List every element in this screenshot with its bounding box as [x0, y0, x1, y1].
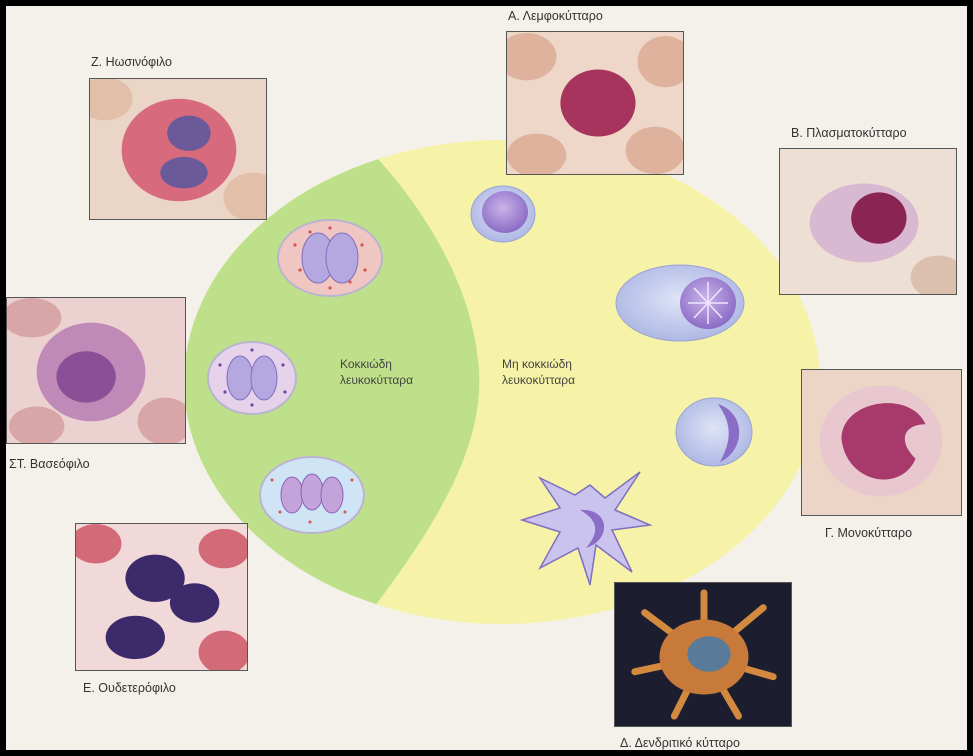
nongranular-label-line1: Μη κοκκιώδη	[502, 356, 575, 372]
lymphocyte-cell-drawing	[471, 186, 535, 242]
dendritic-cell-micrograph	[614, 582, 792, 727]
nongranular-label-line2: λευκοκύτταρα	[502, 372, 575, 388]
plasma-cell-drawing	[616, 265, 744, 341]
label-lymphocyte: Α. Λεμφοκύτταρο	[508, 9, 603, 23]
neutrophil-micrograph	[75, 523, 248, 671]
eosinophil-micrograph	[89, 78, 267, 220]
plasma-cell-micrograph	[779, 148, 957, 295]
basophil-micrograph	[6, 297, 186, 444]
nongranular-leukocytes-label: Μη κοκκιώδη λευκοκύτταρα	[502, 356, 575, 388]
granular-leukocytes-label: Κοκκιώδη λευκοκύτταρα	[340, 356, 413, 388]
label-plasma-cell: Β. Πλασματοκύτταρο	[791, 126, 907, 140]
granular-label-line1: Κοκκιώδη	[340, 356, 413, 372]
monocyte-cell-drawing	[676, 398, 752, 466]
label-monocyte: Γ. Μονοκύτταρο	[825, 526, 912, 540]
eosinophil-cell-drawing	[278, 220, 382, 296]
label-basophil: ΣΤ. Βασεόφιλο	[9, 457, 90, 471]
monocyte-micrograph	[801, 369, 962, 516]
label-neutrophil: Ε. Ουδετερόφιλο	[83, 681, 176, 695]
granular-label-line2: λευκοκύτταρα	[340, 372, 413, 388]
lymphocyte-micrograph	[506, 31, 684, 175]
label-eosinophil: Ζ. Ηωσινόφιλο	[91, 55, 172, 69]
basophil-cell-drawing	[208, 342, 296, 414]
neutrophil-cell-drawing	[260, 457, 364, 533]
label-dendritic-cell: Δ. Δενδριτικό κύτταρο	[620, 736, 740, 750]
